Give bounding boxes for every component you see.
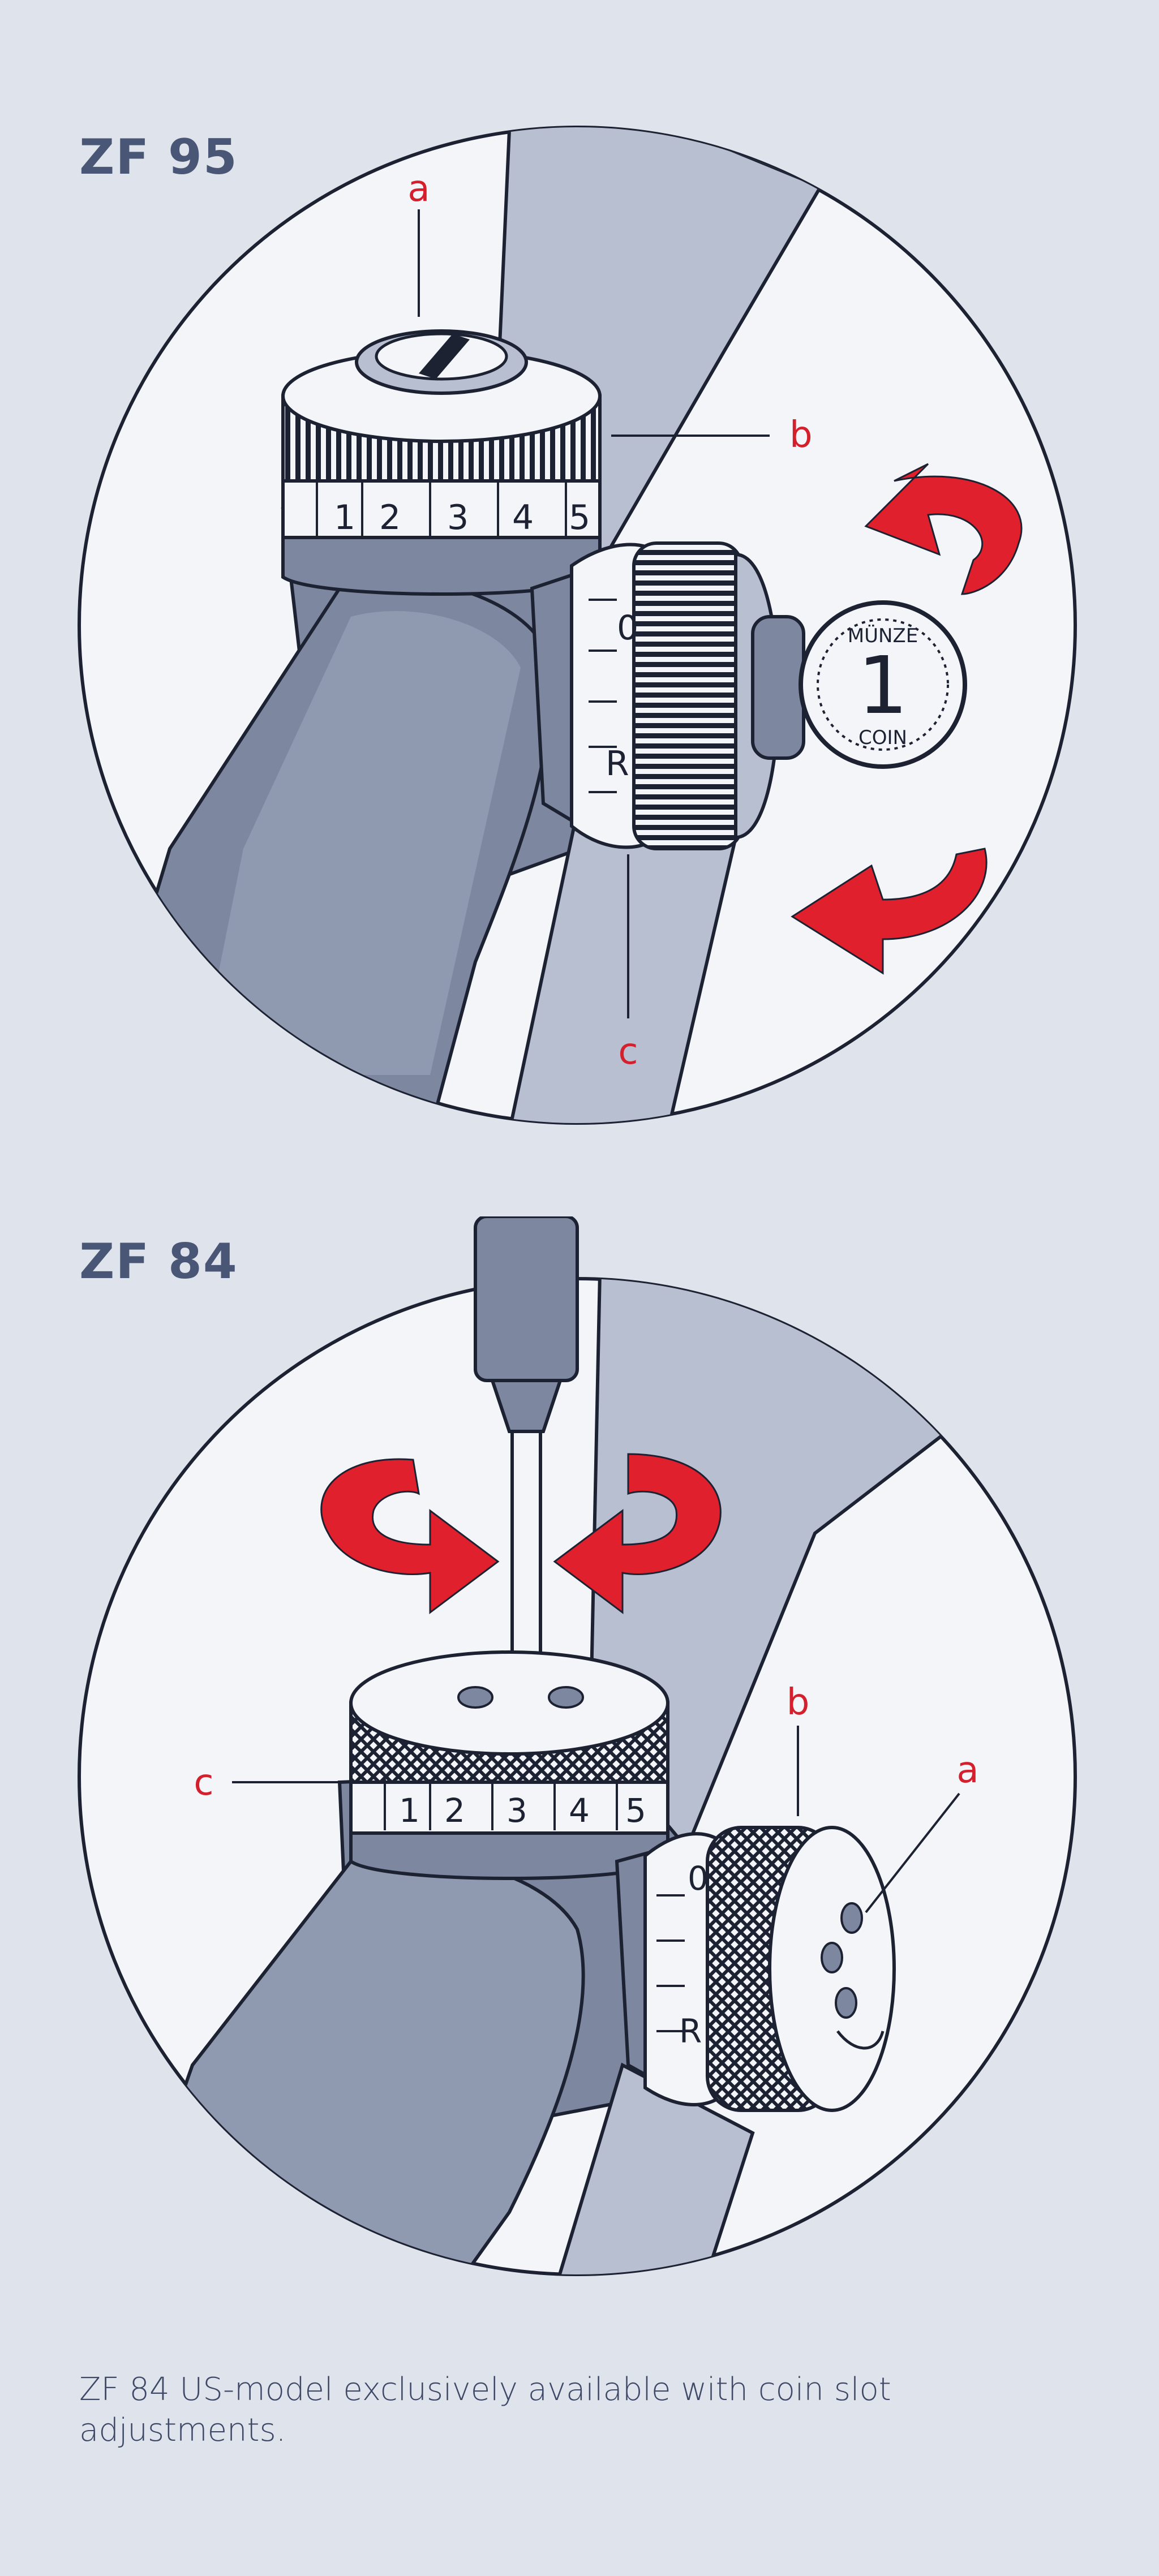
- zf95-scale-label: 1: [334, 498, 355, 537]
- coin-numeral: 1: [857, 640, 908, 732]
- zf95-scale-label: 2: [379, 498, 401, 537]
- zf84-title: ZF 84: [79, 1233, 238, 1290]
- zf84-scale-label: 1: [399, 1791, 420, 1830]
- zf84-scope-tube-right: [552, 2062, 755, 2274]
- zf95-side-turret: [530, 541, 805, 850]
- zf84-side-screw: [835, 1987, 857, 2019]
- zf95-diagram: 1 2 3 4 5 0 R MÜNZE 1 COIN a b c: [78, 126, 1077, 1125]
- zf84-scale-label: 2: [444, 1791, 465, 1830]
- rotate-arrow-icon: [553, 1453, 722, 1614]
- coin-top-text: MÜNZE: [848, 624, 918, 647]
- zf84-turret-scale: 1 2 3 4 5: [384, 1779, 646, 1830]
- caption: ZF 84 US-model exclusively available wit…: [79, 2371, 891, 2449]
- zf95-label-a: a: [407, 168, 430, 210]
- zf84-diagram: 1 2 3 4 5 0 R c b a: [78, 1216, 1077, 2276]
- zf84-scale-label: 4: [569, 1791, 590, 1830]
- zf84-label-a: a: [956, 1749, 978, 1791]
- zf84-top-screw: [548, 1686, 584, 1709]
- zf95-scale-label: 5: [569, 498, 590, 537]
- zf84-side-turret: [615, 1826, 896, 2112]
- zf95-coin-slot: [419, 334, 470, 379]
- zf84-side-mark-r: R: [679, 2012, 702, 2050]
- zf95-scale-label: 3: [447, 498, 469, 537]
- zf84-label-c: c: [194, 1762, 213, 1804]
- coin-icon: MÜNZE 1 COIN: [799, 600, 967, 769]
- rotate-arrow-icon: [791, 848, 988, 975]
- zf95-scale-label: 4: [512, 498, 534, 537]
- zf95-top-turret: [281, 329, 602, 596]
- zf95-label-b: b: [789, 414, 813, 456]
- zf95-side-mark-zero: 0: [617, 608, 638, 648]
- zf95-label-c: c: [618, 1031, 638, 1073]
- zf95-side-mark-r: R: [606, 744, 629, 784]
- rotate-arrow-icon: [320, 1458, 500, 1614]
- zf84-top-turret: [349, 1650, 669, 1880]
- zf84-side-screw: [840, 1902, 863, 1934]
- zf95-title: ZF 95: [79, 129, 238, 186]
- zf84-scale-label: 3: [506, 1791, 527, 1830]
- rotate-arrow-icon: [864, 463, 1023, 595]
- zf95-scope-tube-highlight: [198, 611, 521, 1075]
- zf95-turret-scale: 1 2 3 4 5: [316, 481, 590, 537]
- coin-bottom-text: COIN: [858, 726, 907, 749]
- zf84-scale-label: 5: [625, 1791, 646, 1830]
- zf84-side-screw: [821, 1942, 843, 1973]
- zf84-label-b: b: [787, 1682, 810, 1723]
- zf84-side-mark-zero: 0: [688, 1859, 709, 1898]
- zf84-top-screw: [457, 1686, 493, 1709]
